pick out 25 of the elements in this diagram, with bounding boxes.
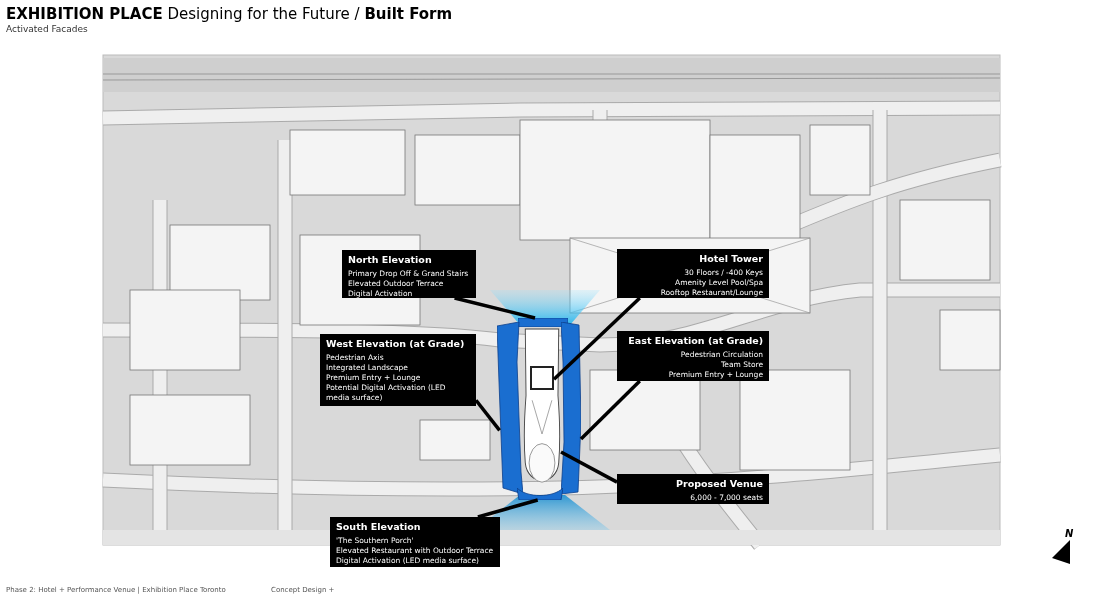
facade-highlight: [517, 488, 563, 500]
callout-heading: Hotel Tower: [698, 253, 763, 264]
leader-line: [560, 450, 618, 484]
leader-line: [477, 498, 539, 519]
callout-heading: North Elevation: [348, 254, 433, 265]
leader-line: [552, 296, 641, 381]
facade-highlight: [561, 322, 581, 494]
callout-heading: South Elevation: [336, 521, 422, 532]
leader-line: [454, 296, 536, 320]
callout-heading: East Elevation (at Grade): [627, 335, 763, 346]
callout-box: [320, 334, 476, 406]
callout-box: [617, 249, 769, 298]
callout-box: [342, 250, 476, 298]
page-subtitle: Activated Facades: [6, 24, 88, 34]
callout-box: [617, 331, 769, 381]
callout-box: [330, 517, 500, 567]
leader-line: [474, 399, 501, 432]
page-title: EXHIBITION PLACE Designing for the Future / Built Form: [6, 5, 453, 23]
callout-heading: Proposed Venue: [675, 478, 763, 489]
callout-box: [617, 474, 769, 504]
north-label: N: [1065, 528, 1074, 539]
tower-footprint: [530, 366, 554, 390]
callout-heading: West Elevation (at Grade): [326, 338, 466, 349]
leader-line: [579, 379, 642, 441]
facade-highlight: [497, 322, 523, 494]
